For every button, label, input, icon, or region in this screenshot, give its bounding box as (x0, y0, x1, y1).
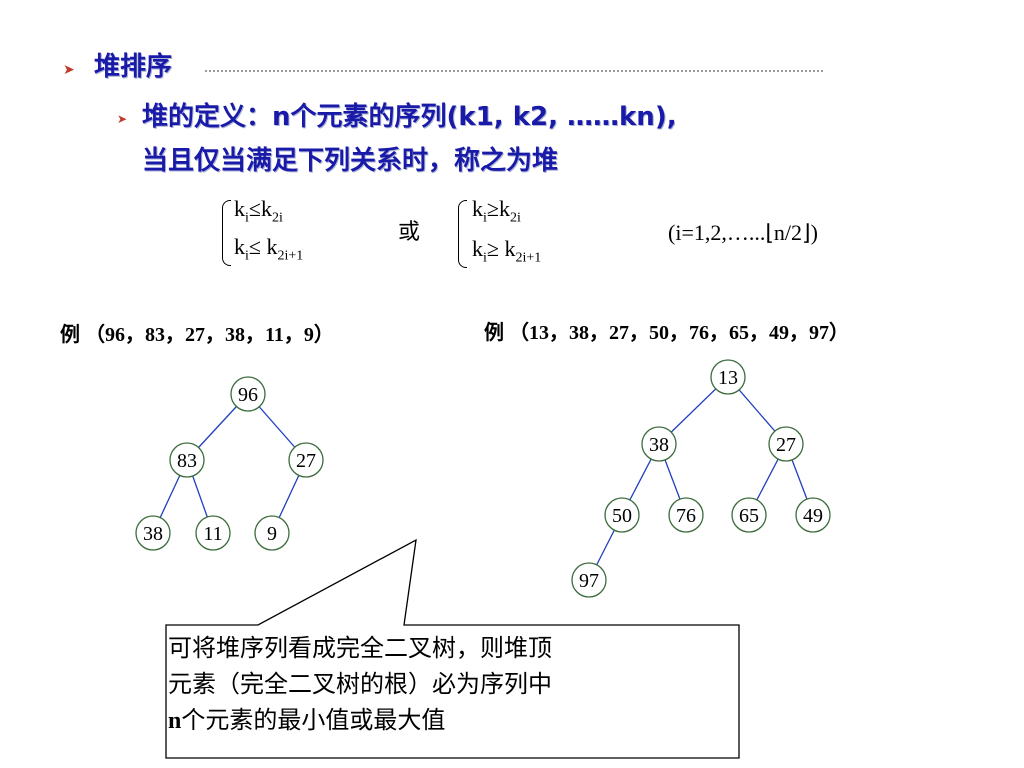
tree-node: 38 (135, 515, 171, 551)
or-label: 或 (398, 220, 421, 245)
svg-text:38: 38 (143, 523, 163, 545)
tree-node: 65 (731, 497, 767, 533)
svg-text:49: 49 (803, 505, 823, 527)
tree-2-nodes: 13 38 27 50 76 65 49 97 (571, 359, 831, 598)
callout-line-1: 可将堆序列看成完全二叉树，则堆顶 (168, 634, 552, 662)
page-title: 堆排序 (94, 52, 173, 82)
svg-text:11: 11 (203, 523, 222, 545)
min-heap-condition-b: ki≤ k2i+1 (234, 234, 304, 264)
tree-node: 9 (254, 515, 290, 551)
callout-text: 可将堆序列看成完全二叉树，则堆顶 元素（完全二叉树的根）必为序列中 n个元素的最… (168, 630, 736, 739)
svg-text:27: 27 (296, 450, 316, 472)
svg-text:76: 76 (676, 505, 696, 527)
max-heap-condition-b: ki≥ k2i+1 (472, 236, 542, 266)
tree-1-nodes: 96 83 27 38 11 9 (135, 376, 324, 551)
tree-node: 27 (288, 442, 324, 478)
example-2-label: 例 （13，38，27，50，76，65，49，97） (484, 322, 849, 344)
callout-line-3: n个元素的最小值或最大值 (168, 702, 736, 739)
svg-text:83: 83 (177, 450, 197, 472)
arrow-bullet-icon: ➤ (63, 62, 75, 78)
tree-node: 97 (571, 562, 607, 598)
svg-text:96: 96 (238, 384, 258, 406)
tree-node: 27 (768, 426, 804, 462)
index-range: (i=1,2,…...⌊n/2⌋) (668, 220, 818, 245)
tree-node: 13 (710, 359, 746, 395)
definition-line-2: 当且仅当满足下列关系时，称之为堆 (142, 146, 559, 176)
tree-node: 50 (604, 497, 640, 533)
svg-text:27: 27 (776, 434, 796, 456)
left-brace (458, 200, 467, 268)
left-brace (222, 200, 231, 266)
tree-node: 83 (169, 442, 205, 478)
callout-line-3-text: 个元素的最小值或最大值 (181, 706, 446, 734)
max-heap-condition-a: ki≥k2i (472, 196, 521, 226)
svg-text:13: 13 (718, 367, 738, 389)
tree-node: 49 (795, 497, 831, 533)
tree-node: 38 (641, 426, 677, 462)
arrow-bullet-icon: ➤ (117, 112, 128, 126)
example-1-label: 例 （96，83，27，38，11，9） (60, 324, 334, 346)
callout-n: n (168, 708, 182, 734)
definition-line-1: 堆的定义：n个元素的序列(k1, k2, ……kn), (142, 102, 677, 132)
svg-text:50: 50 (612, 505, 632, 527)
svg-text:65: 65 (739, 505, 759, 527)
svg-text:9: 9 (267, 523, 277, 545)
tree-node: 11 (195, 515, 231, 551)
svg-text:38: 38 (649, 434, 669, 456)
callout-box (165, 538, 740, 759)
tree-node: 96 (230, 376, 266, 412)
title-divider (205, 70, 823, 72)
min-heap-condition-a: ki≤k2i (234, 196, 283, 226)
callout-line-2: 元素（完全二叉树的根）必为序列中 (168, 670, 552, 698)
tree-node: 76 (668, 497, 704, 533)
svg-text:97: 97 (579, 570, 599, 592)
